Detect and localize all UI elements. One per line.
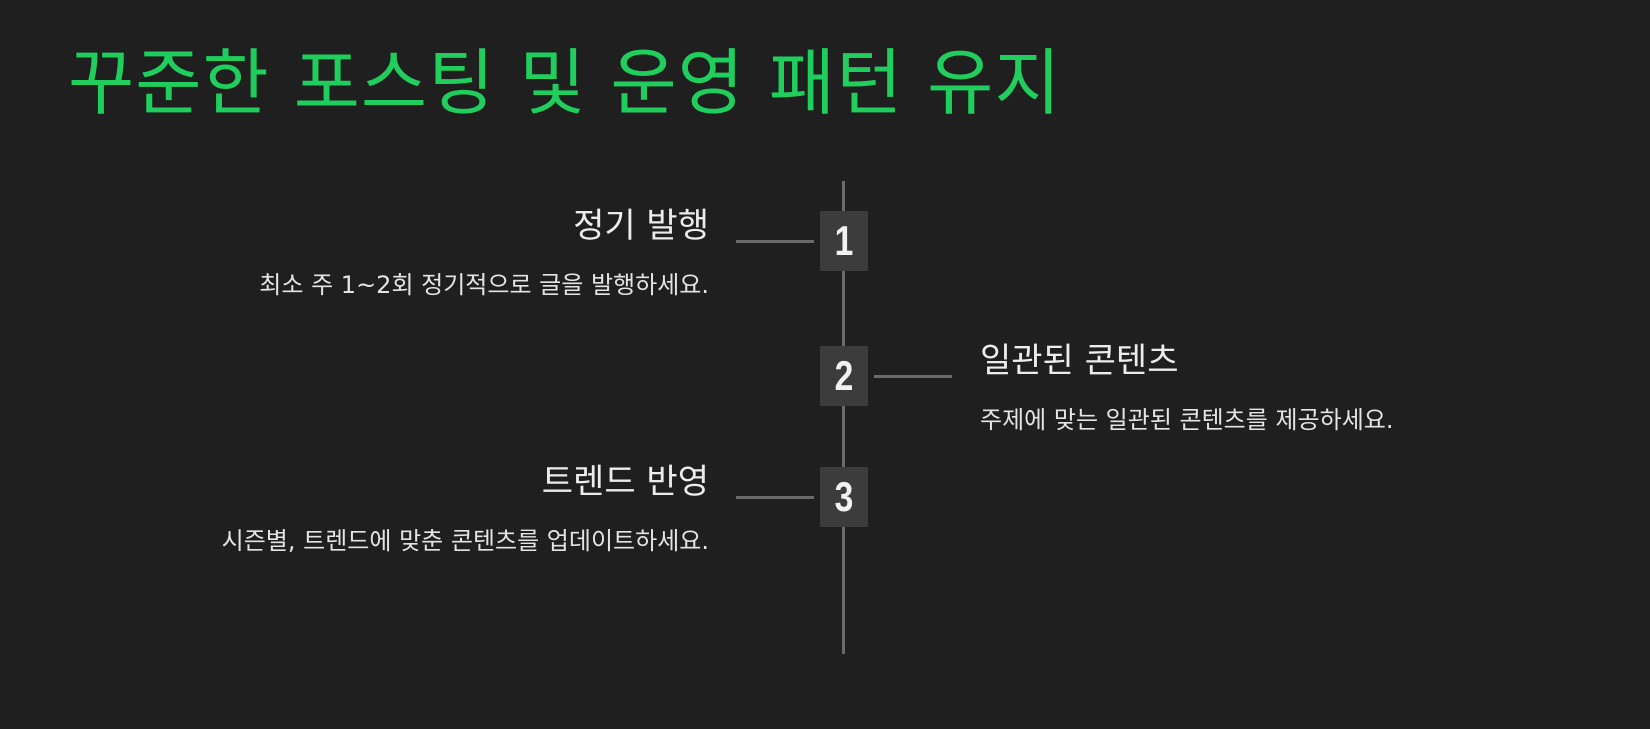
- step-3-number-box: 3: [820, 467, 868, 527]
- step-1-title: 정기 발행: [573, 206, 709, 246]
- step-1-connector: [736, 240, 814, 243]
- step-3-title: 트렌드 반영: [541, 462, 709, 502]
- step-3-description: 시즌별, 트렌드에 맞춘 콘텐츠를 업데이트하세요.: [221, 527, 709, 555]
- step-2-title: 일관된 콘텐츠: [980, 341, 1179, 381]
- step-2-description: 주제에 맞는 일관된 콘텐츠를 제공하세요.: [980, 406, 1394, 434]
- step-2-connector: [874, 375, 952, 378]
- timeline-axis: [842, 181, 845, 654]
- step-2-number-box: 2: [820, 346, 868, 406]
- step-1-number-box: 1: [820, 211, 868, 271]
- page-title: 꾸준한 포스팅 및 운영 패턴 유지: [68, 41, 1062, 125]
- step-1-description: 최소 주 1~2회 정기적으로 글을 발행하세요.: [259, 271, 709, 299]
- step-3-connector: [736, 496, 814, 499]
